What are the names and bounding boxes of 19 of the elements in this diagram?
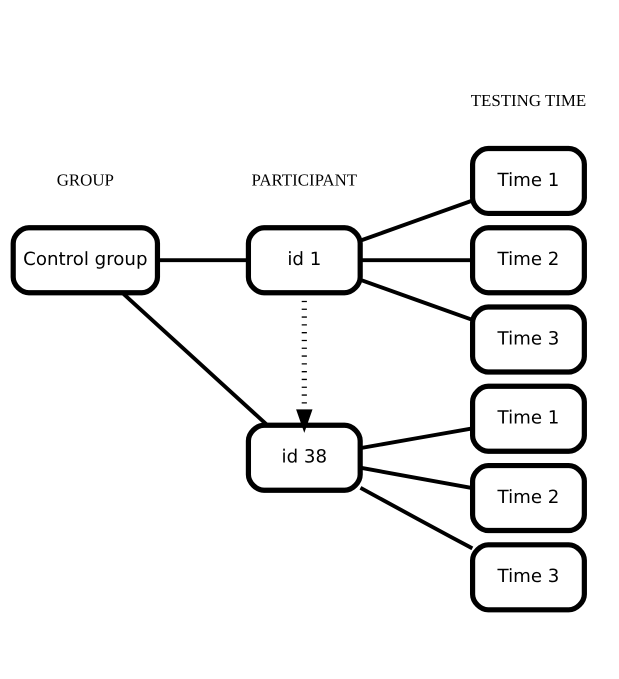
connector: [157, 258, 248, 262]
node-box: Time 3: [470, 304, 587, 375]
node-box: Control group: [10, 225, 160, 296]
node-box: id 38: [246, 422, 363, 493]
connector: [360, 198, 473, 242]
connector: [360, 278, 473, 322]
label: GROUP: [56, 170, 114, 190]
node-box: Time 3: [470, 542, 587, 612]
connector: [360, 486, 474, 550]
label: TESTING TIME: [470, 91, 586, 110]
node-box: Time 1: [470, 384, 587, 454]
node-box: Time 2: [470, 462, 587, 534]
connector: [360, 258, 472, 262]
node-box: Time 1: [470, 146, 587, 216]
node-box: id 1: [246, 225, 363, 296]
connector: [360, 426, 473, 450]
connector: [360, 466, 473, 490]
label: PARTICIPANT: [252, 170, 358, 190]
node-box: Time 2: [470, 225, 587, 296]
